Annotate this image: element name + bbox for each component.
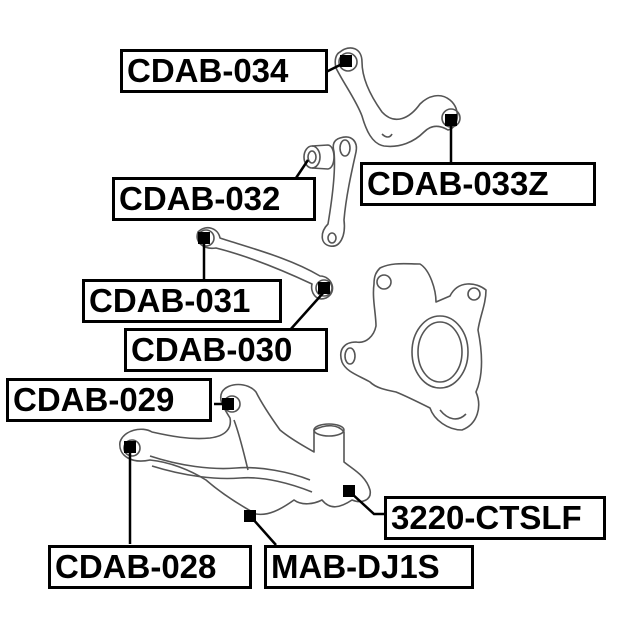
knuckle-drawing [340, 262, 487, 431]
part-label-cdab-031: CDAB-031 [82, 279, 282, 323]
part-label-cdab-032: CDAB-032 [112, 177, 316, 221]
link-rod-drawing [321, 136, 358, 247]
part-label-cdab-033z: CDAB-033Z [360, 162, 596, 206]
part-label-cdab-030: CDAB-030 [124, 328, 328, 372]
part-label-mab-dj1s: MAB-DJ1S [264, 545, 474, 589]
part-label-cdab-028: CDAB-028 [48, 545, 252, 589]
leader-lines [128, 60, 453, 546]
part-label-cdab-029: CDAB-029 [6, 378, 212, 422]
upper-control-arm-drawing [334, 47, 461, 148]
markers [124, 55, 457, 522]
bushing-032-drawing [303, 144, 335, 170]
subframe-drawing [119, 383, 372, 516]
part-label-3220-ctslf: 3220-CTSLF [384, 496, 606, 540]
part-label-cdab-034: CDAB-034 [120, 49, 328, 93]
